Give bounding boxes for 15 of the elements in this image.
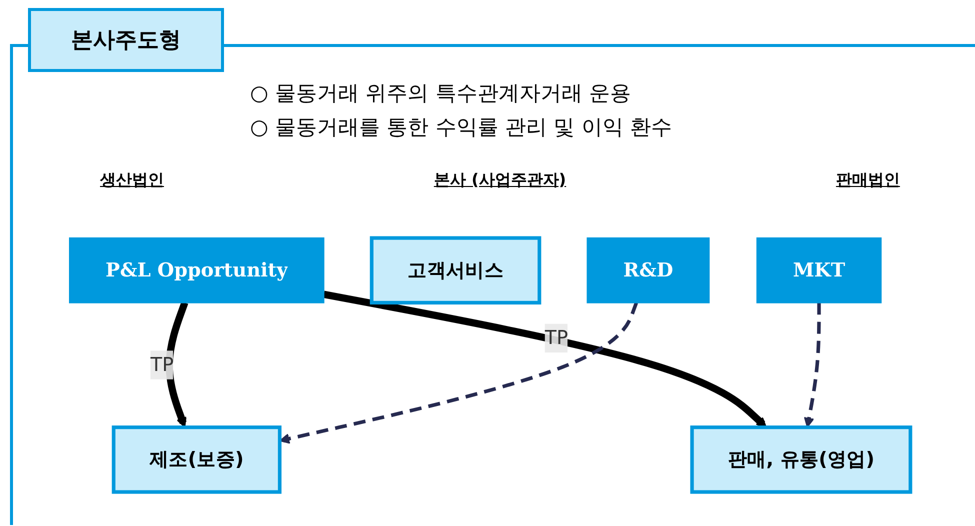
title-tab: 본사주도형 bbox=[28, 8, 224, 72]
node-box: 판매, 유통(영업) bbox=[690, 426, 912, 494]
edge-label: TP bbox=[150, 353, 174, 376]
bullet-note: ○ 물동거래를 통한 수익률 관리 및 이익 환수 bbox=[250, 114, 672, 141]
node-box: 고객서비스 bbox=[370, 236, 542, 304]
node-box: R&D bbox=[586, 237, 710, 304]
node-box: MKT bbox=[756, 237, 882, 304]
column-heading: 본사 (사업주관자) bbox=[434, 170, 566, 191]
node-box: 제조(보증) bbox=[112, 426, 282, 494]
arrow bbox=[323, 290, 767, 428]
arrow bbox=[804, 302, 821, 428]
edge-label: TP bbox=[544, 326, 568, 349]
column-heading: 생산법인 bbox=[100, 170, 164, 191]
bullet-note: ○ 물동거래 위주의 특수관계자거래 운용 bbox=[250, 80, 632, 107]
column-heading: 판매법인 bbox=[836, 170, 900, 191]
